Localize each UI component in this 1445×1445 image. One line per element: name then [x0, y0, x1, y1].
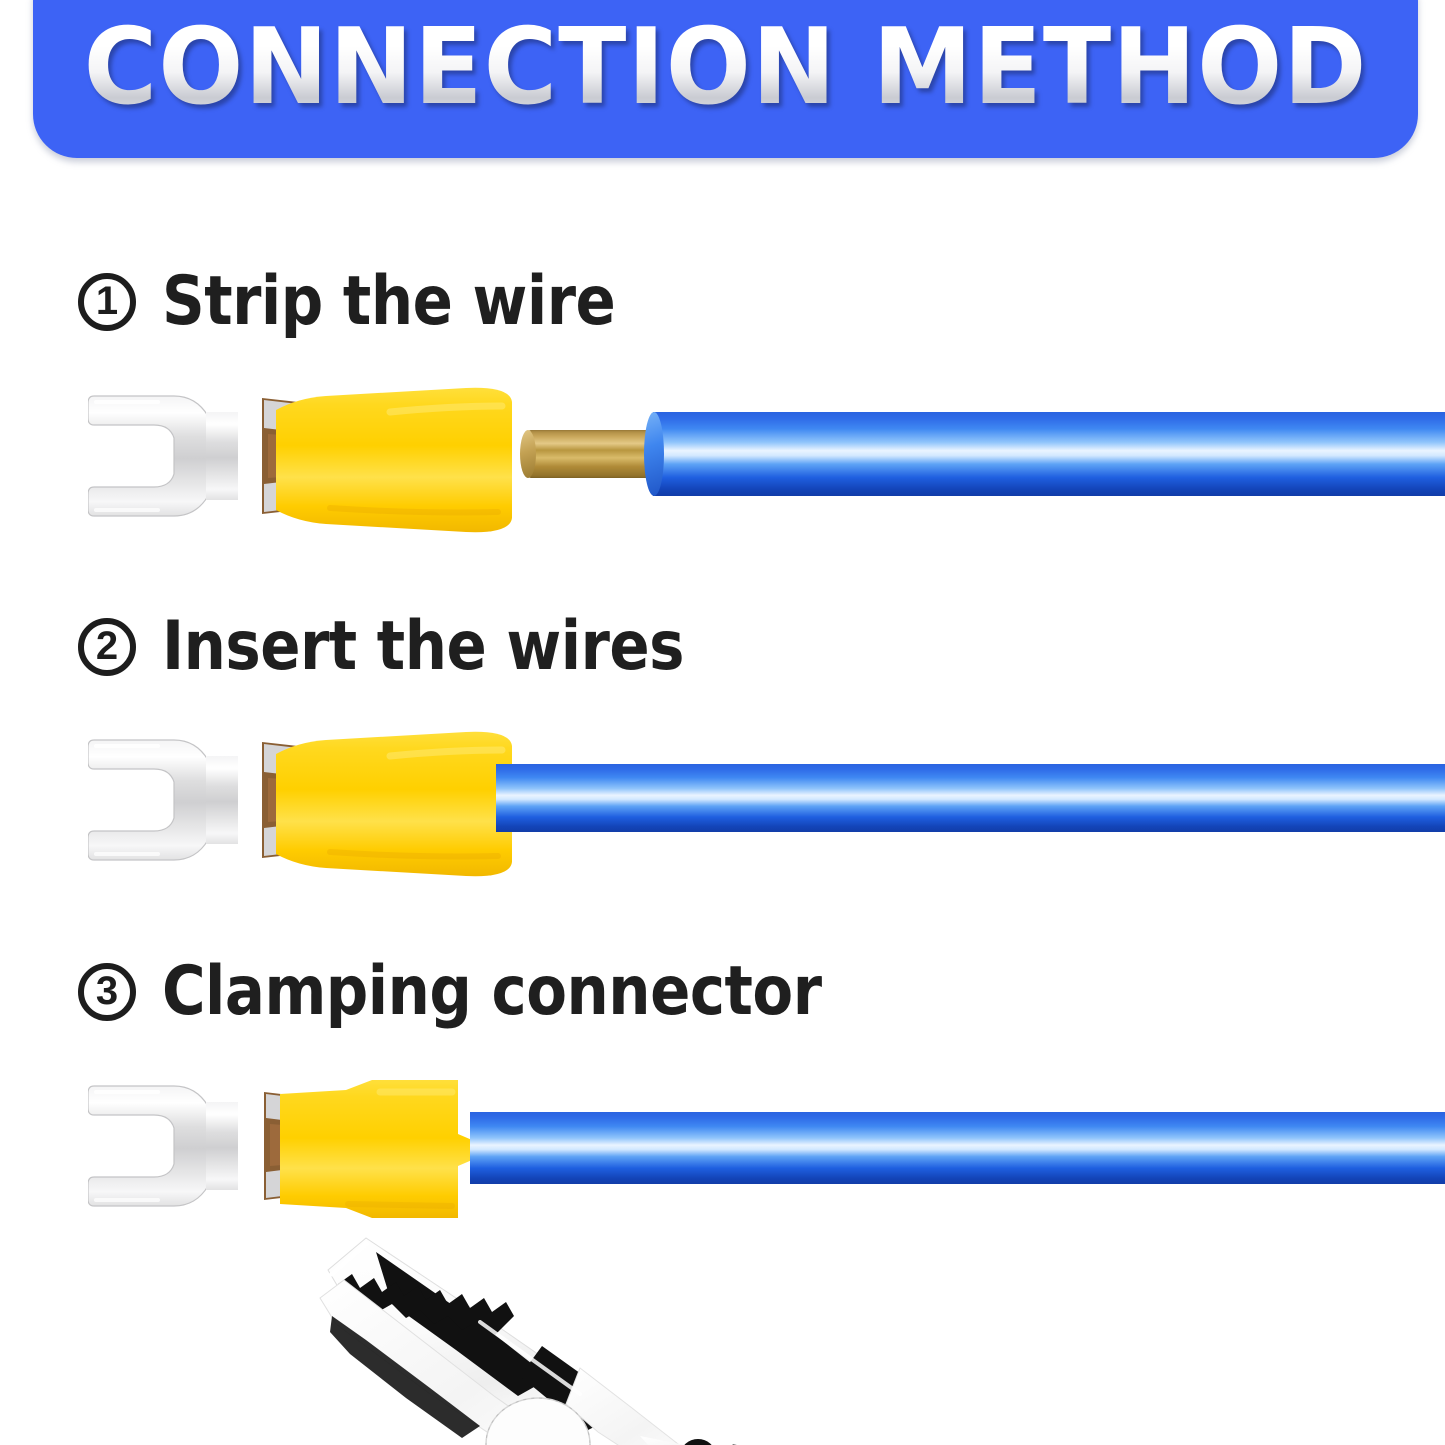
step-2-number-badge: 2 [78, 617, 136, 676]
spade-fork-icon [88, 726, 288, 874]
spade-fork-icon [88, 382, 288, 530]
step-3-number-badge: 3 [78, 962, 136, 1021]
step-1-illustration [88, 378, 1445, 548]
step-3-label: Clamping connector [162, 952, 822, 1031]
blue-wire [653, 412, 1445, 496]
wire-end-cap [644, 412, 664, 496]
step-1-label: Strip the wire [162, 262, 616, 341]
conductor-end-cap [520, 430, 536, 478]
header-banner: CONNECTION METHOD [33, 0, 1418, 158]
step-2-illustration [88, 722, 1445, 892]
step-2-heading: 2 Insert the wires [78, 607, 700, 686]
step-3-heading: 3 Clamping connector [78, 952, 842, 1031]
step-3-illustration [88, 1068, 1445, 1238]
spade-fork-icon [88, 1072, 288, 1220]
insulation-barrel-crimped [276, 1068, 506, 1230]
crimping-pliers-icon [280, 1218, 840, 1445]
step-2-label: Insert the wires [162, 607, 684, 686]
blue-wire [470, 1112, 1445, 1184]
step-1-number-badge: 1 [78, 272, 136, 331]
page-title: CONNECTION METHOD [84, 15, 1368, 158]
insulation-barrel [270, 724, 518, 884]
insulation-barrel [270, 380, 518, 540]
stripped-conductor [526, 430, 656, 478]
blue-wire [496, 764, 1445, 832]
step-1-heading: 1 Strip the wire [78, 262, 629, 341]
